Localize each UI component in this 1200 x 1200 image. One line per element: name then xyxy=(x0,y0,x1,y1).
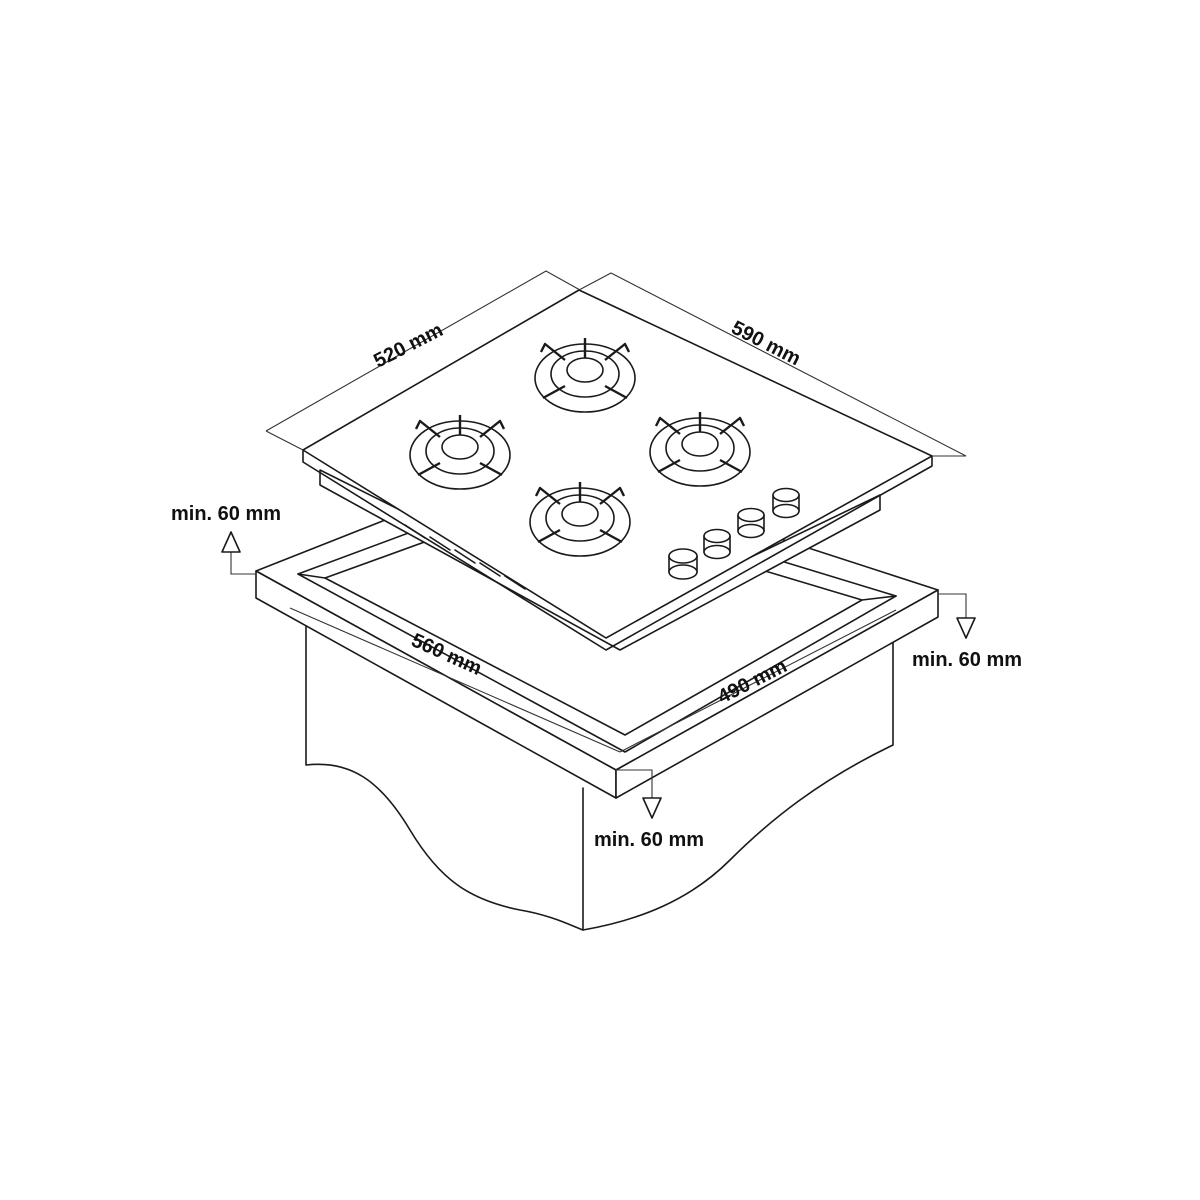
label-590-mm: 590 mm xyxy=(728,317,804,370)
dim-line-490 xyxy=(619,609,897,753)
burner-right xyxy=(649,412,751,487)
cabinet-side-face xyxy=(582,641,894,931)
hob xyxy=(302,289,933,651)
cabinet xyxy=(305,616,894,931)
knob-1 xyxy=(668,548,698,580)
burners xyxy=(409,338,751,557)
label-clearance-back-left: min. 60 mm xyxy=(171,503,281,525)
dimension-lines xyxy=(221,270,976,819)
dim-line-590 xyxy=(578,272,967,457)
burner-back xyxy=(534,338,636,413)
clearance-arrow-right xyxy=(938,593,976,639)
hob-vents xyxy=(404,524,526,590)
label-clearance-front: min. 60 mm xyxy=(594,829,704,851)
clearance-arrow-back-left xyxy=(221,531,256,575)
dim-line-520 xyxy=(265,270,581,432)
dim-line-560 xyxy=(289,607,621,753)
cabinet-front-face xyxy=(305,616,584,931)
label-520-mm: 520 mm xyxy=(370,319,446,372)
knob-4 xyxy=(772,487,800,519)
cutout-depth-line-2 xyxy=(861,595,897,601)
control-knobs xyxy=(668,487,800,580)
worktop-side-edge xyxy=(615,589,939,799)
burner-front xyxy=(529,482,631,557)
cutout-depth-line xyxy=(297,573,326,579)
label-clearance-right: min. 60 mm xyxy=(912,649,1022,671)
knob-2 xyxy=(703,528,731,560)
hob-glass-edge xyxy=(302,449,933,651)
clearance-arrow-front xyxy=(616,769,662,819)
knob-3 xyxy=(737,507,765,539)
burner-left xyxy=(409,415,511,490)
dim-line-520-end xyxy=(265,430,304,451)
